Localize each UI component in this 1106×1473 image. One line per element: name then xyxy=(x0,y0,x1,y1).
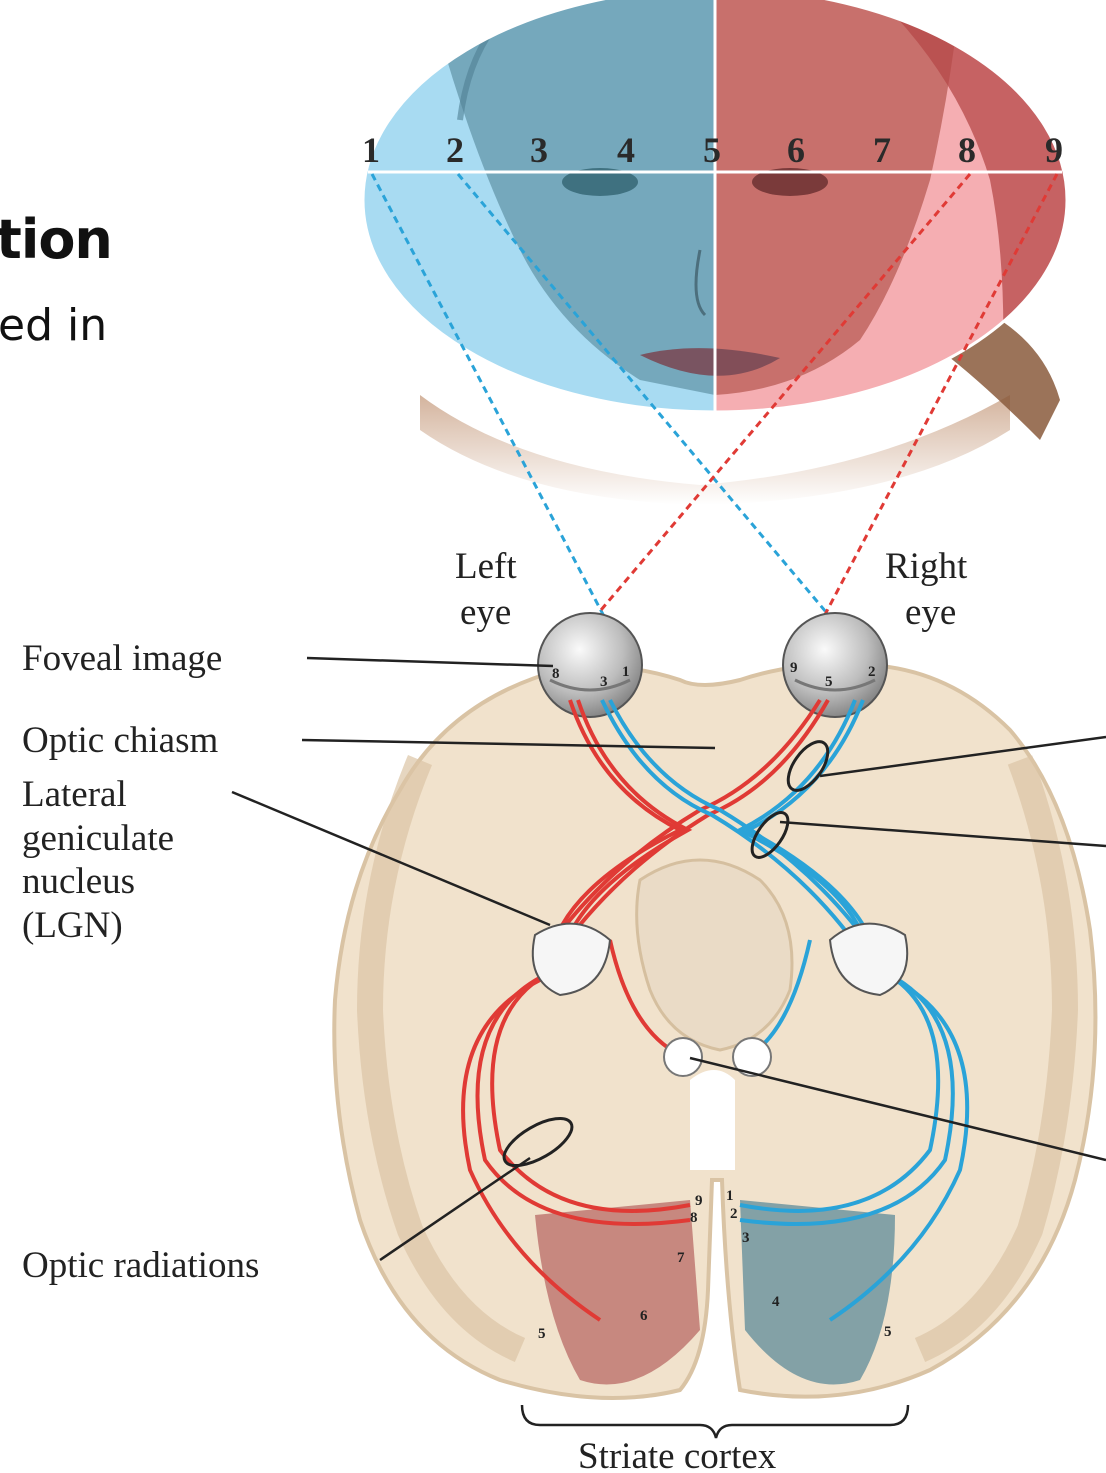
brain-section xyxy=(334,664,1095,1398)
field-number-3: 3 xyxy=(530,130,548,170)
svg-text:5: 5 xyxy=(538,1326,546,1342)
left-eye-retina-number-8: 8 xyxy=(552,666,560,682)
svg-text:5: 5 xyxy=(884,1324,892,1340)
label-left-eye-line1: Left xyxy=(455,546,517,587)
svg-text:2: 2 xyxy=(730,1206,738,1222)
label-lgn-line2: geniculate xyxy=(22,818,174,859)
field-number-7: 7 xyxy=(873,130,891,170)
svg-text:3: 3 xyxy=(742,1230,750,1246)
svg-text:9: 9 xyxy=(695,1193,703,1209)
field-number-9: 9 xyxy=(1045,130,1063,170)
label-right-eye-line1: Right xyxy=(885,546,968,587)
right-eye: 9 5 2 xyxy=(783,613,887,717)
label-lgn-line4: (LGN) xyxy=(22,905,123,946)
field-number-4: 4 xyxy=(617,130,635,170)
label-left-eye-line2: eye xyxy=(460,592,511,633)
right-eye-retina-number-5: 5 xyxy=(825,674,833,690)
label-optic-chiasm: Optic chiasm xyxy=(22,720,218,761)
label-striate-cortex: Striate cortex xyxy=(578,1436,777,1473)
label-lgn-line1: Lateral xyxy=(22,774,127,815)
field-number-2: 2 xyxy=(446,130,464,170)
svg-text:8: 8 xyxy=(690,1210,698,1226)
left-eye-retina-number-1: 1 xyxy=(622,664,630,680)
svg-text:4: 4 xyxy=(772,1294,780,1310)
label-foveal-image: Foveal image xyxy=(22,638,222,679)
left-eye: 8 3 1 xyxy=(538,613,642,717)
svg-text:1: 1 xyxy=(726,1188,734,1204)
label-lgn-line3: nucleus xyxy=(22,861,135,902)
field-number-8: 8 xyxy=(958,130,976,170)
svg-text:6: 6 xyxy=(640,1308,648,1324)
right-eye-retina-number-9: 9 xyxy=(790,660,798,676)
left-eye-retina-number-3: 3 xyxy=(600,674,608,690)
field-number-5: 5 xyxy=(703,130,721,170)
field-number-6: 6 xyxy=(787,130,805,170)
field-number-1: 1 xyxy=(362,130,380,170)
striate-cortex-brace xyxy=(522,1405,908,1438)
right-eye-retina-number-2: 2 xyxy=(868,664,876,680)
svg-text:7: 7 xyxy=(677,1250,685,1266)
label-right-eye-line2: eye xyxy=(905,592,956,633)
label-optic-radiations: Optic radiations xyxy=(22,1245,259,1286)
